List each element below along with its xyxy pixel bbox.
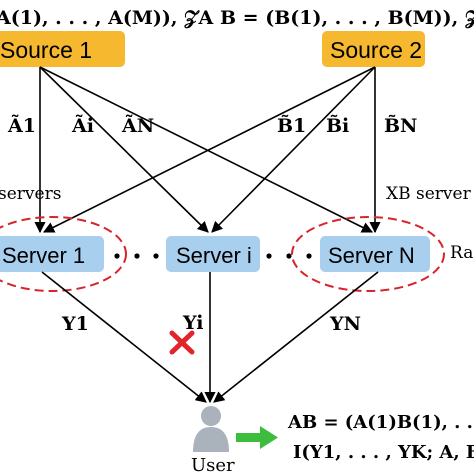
- collusion-ellipse-left: [0, 216, 127, 292]
- header-left-formula: A(1), . . . , A(M)), 𝒵A: [0, 7, 214, 29]
- label-yi: Yi: [182, 312, 203, 334]
- label-b1: B̃1: [277, 115, 306, 137]
- ellipsis-dot: [153, 253, 159, 259]
- ellipsis-dot: [306, 253, 312, 259]
- edge-servern-user: [213, 271, 379, 403]
- collusion-ellipse-right: [291, 216, 445, 292]
- output-arrow-icon: [236, 426, 278, 449]
- ellipsis-dot: [114, 253, 120, 259]
- label-bn: B̃N: [384, 115, 417, 137]
- edge-s2-serveri: [211, 66, 376, 233]
- label-an: ÃN: [121, 114, 154, 137]
- label-yn: YN: [329, 313, 361, 335]
- server-1-label: Server 1: [2, 243, 85, 268]
- server-n-box: [320, 236, 430, 272]
- blocked-cross-icon: [169, 330, 195, 355]
- label-right-edge: Ra: [450, 243, 473, 263]
- source-2-box: [322, 31, 425, 67]
- edge-s1-servern: [39, 66, 374, 233]
- label-left-servers: servers: [0, 184, 61, 204]
- server-i-box: [166, 236, 260, 272]
- server-1-box: [0, 236, 104, 272]
- ellipsis-dot: [286, 253, 292, 259]
- output-formula-1: AB = (A(1)B(1), . . .: [287, 412, 474, 433]
- ellipsis-dot: [266, 253, 272, 259]
- label-right-servers: XB server: [386, 184, 472, 204]
- source-1-box: [0, 31, 125, 67]
- label-a1: Ã1: [7, 114, 36, 137]
- edge-s2-server1: [42, 66, 376, 233]
- ellipsis-dot: [134, 253, 140, 259]
- user-icon: [193, 406, 229, 452]
- edge-server1-user: [41, 271, 207, 403]
- source-1-label: Source 1: [0, 37, 92, 63]
- source-2-label: Source 2: [330, 37, 422, 63]
- label-bi: B̃i: [326, 115, 349, 137]
- label-y1: Y1: [61, 313, 89, 335]
- server-i-label: Server i: [176, 243, 252, 268]
- label-ai: Ãi: [71, 114, 94, 137]
- user-label: User: [191, 455, 235, 474]
- header-right-formula: B = (B(1), . . . , B(M)), 𝒵B: [220, 7, 474, 29]
- server-n-label: Server N: [328, 243, 415, 268]
- edge-s1-serveri: [39, 66, 209, 233]
- output-formula-2: I(Y1, . . . , YK; A, B: [293, 442, 474, 463]
